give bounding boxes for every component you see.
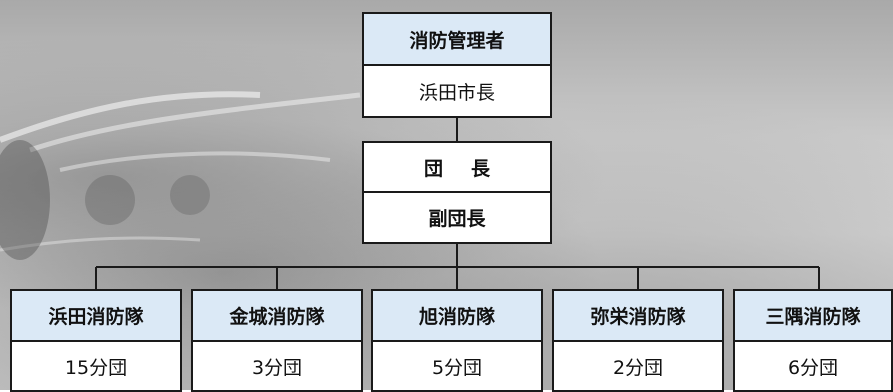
chief-text-first: 団 (423, 157, 443, 180)
unit-name: 旭消防隊 (418, 306, 495, 328)
unit-count-box: 5分団 (371, 340, 543, 392)
unit-count-box: 15分団 (10, 340, 182, 392)
unit-header: 金城消防隊 (191, 289, 363, 342)
unit-header: 三隅消防隊 (733, 289, 893, 342)
unit-name: 弥栄消防隊 (590, 306, 686, 328)
chief-text-second: 長 (471, 157, 491, 180)
unit-count: 2分団 (612, 356, 664, 379)
unit-name: 金城消防隊 (229, 306, 325, 328)
unit-count: 6分団 (787, 356, 839, 379)
unit-count: 5分団 (431, 356, 483, 379)
unit-name: 三隅消防隊 (765, 306, 861, 328)
unit-header: 浜田消防隊 (10, 289, 182, 342)
vice-chief-text: 副団長 (428, 208, 486, 230)
unit-name: 浜田消防隊 (48, 306, 144, 328)
unit-count-box: 3分団 (191, 340, 363, 392)
chief-box: 団 長 (362, 141, 552, 193)
fire-manager-title-text: 消防管理者 (409, 29, 505, 52)
fire-manager-title: 消防管理者 (362, 12, 552, 66)
unit-count-box: 6分団 (733, 340, 893, 392)
unit-count: 15分団 (64, 356, 128, 379)
unit-count-box: 2分団 (552, 340, 724, 392)
vice-chief-box: 副団長 (362, 191, 552, 244)
unit-header: 弥栄消防隊 (552, 289, 724, 342)
mayor-text: 浜田市長 (418, 81, 495, 104)
unit-count: 3分団 (251, 356, 303, 379)
unit-header: 旭消防隊 (371, 289, 543, 342)
mayor-box: 浜田市長 (362, 64, 552, 118)
